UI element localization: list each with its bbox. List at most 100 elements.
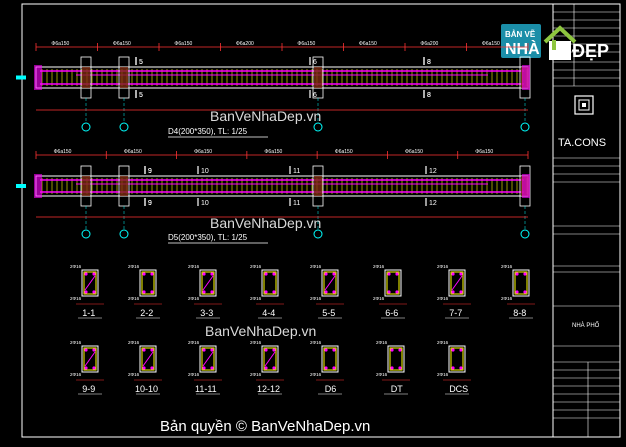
section-cut-label: 10 <box>201 200 209 207</box>
section-rebar-dot <box>395 290 399 294</box>
section-rebar-dot <box>387 290 391 294</box>
section-rebar-dot <box>264 290 268 294</box>
sheet-border <box>21 3 621 438</box>
section-rebar-dot <box>398 366 402 370</box>
section-rebar-top-label: 2Φ16 <box>250 340 262 345</box>
section-label: 3-3 <box>200 308 213 318</box>
section-label: 2-2 <box>140 308 153 318</box>
grid-axis-marker <box>520 229 530 239</box>
section-rebar-top-label: 2Φ16 <box>128 264 140 269</box>
section-rebar-bottom-label: 2Φ16 <box>128 296 140 301</box>
section-rebar-dot <box>332 366 336 370</box>
section-stirrup <box>83 271 97 295</box>
section-outline <box>321 269 339 297</box>
section-rebar-bottom-label: 2Φ16 <box>376 372 388 377</box>
stirrup-spacing-label: Φ6a150 <box>113 41 131 47</box>
section-stirrup <box>389 347 403 371</box>
section-stirrup <box>386 271 400 295</box>
section-rebar-dot <box>272 348 276 352</box>
section-bent-bar <box>451 275 463 291</box>
level-marker <box>16 184 26 188</box>
section-stirrup <box>201 271 215 295</box>
section-rebar-bottom-label: 2Φ16 <box>373 296 385 301</box>
section-rebar-dot <box>515 290 519 294</box>
section-stirrup <box>141 271 155 295</box>
section-rebar-dot <box>459 348 463 352</box>
logo-line1: BẢN VẼ <box>505 30 536 39</box>
section-outline <box>512 269 530 297</box>
beam-end-right <box>522 174 530 198</box>
section-label: 9-9 <box>82 384 95 394</box>
section-rebar-dot <box>459 272 463 276</box>
section-rebar-top-label: 2Φ16 <box>70 264 82 269</box>
grid-axis-marker <box>81 229 91 239</box>
level-marker <box>16 75 26 80</box>
section-rebar-dot <box>142 348 146 352</box>
section-2-2: 2Φ16 2Φ16 2-2 <box>128 264 162 319</box>
section-rebar-dot <box>150 348 154 352</box>
section-rebar-dot <box>150 366 154 370</box>
section-rebar-top-label: 2Φ16 <box>376 340 388 345</box>
title-block: TA.CONS NHÀ PHỐ <box>553 4 620 437</box>
company-logo-icon <box>574 95 594 115</box>
stirrup-spacing-label: Φ6a150 <box>264 149 282 155</box>
section-cut-label: 9 <box>148 168 152 175</box>
grid-axis-marker <box>313 122 323 132</box>
grid-axis-marker <box>520 122 530 132</box>
logo-line3: ĐẸP <box>572 41 609 61</box>
section-rebar-dot <box>142 366 146 370</box>
column-hatch <box>120 67 128 88</box>
beam-end-left <box>34 65 42 90</box>
section-cut-label: 12 <box>429 200 437 207</box>
section-outline <box>448 269 466 297</box>
stirrup-spacing-label: Φ6a150 <box>54 149 72 155</box>
section-rebar-top-label: 2Φ16 <box>128 340 140 345</box>
section-rebar-dot <box>210 272 214 276</box>
stirrup-spacing-label: Φ6a150 <box>174 41 192 47</box>
watermark-sections: BanVeNhaDep.vn <box>205 323 316 339</box>
watermark-footer: Bản quyền © BanVeNhaDep.vn <box>160 418 370 435</box>
column-hatch <box>82 176 90 196</box>
section-rebar-dot <box>142 272 146 276</box>
section-cut-label: 6 <box>313 59 317 66</box>
section-rebar-dot <box>523 272 527 276</box>
section-stirrup <box>450 271 464 295</box>
column-hatch <box>120 176 128 196</box>
section-rebar-bottom-label: 2Φ16 <box>128 372 140 377</box>
section-rebar-dot <box>150 272 154 276</box>
section-rebar-dot <box>210 290 214 294</box>
section-rebar-bottom-label: 2Φ16 <box>188 372 200 377</box>
column-hatch <box>314 176 322 196</box>
section-rebar-top-label: 2Φ16 <box>310 264 322 269</box>
section-rebar-dot <box>324 348 328 352</box>
section-rebar-dot <box>451 348 455 352</box>
section-rebar-dot <box>84 290 88 294</box>
section-rebar-dot <box>150 290 154 294</box>
section-rebar-dot <box>202 272 206 276</box>
section-outline <box>384 269 402 297</box>
section-rebar-dot <box>210 366 214 370</box>
section-rebar-dot <box>272 272 276 276</box>
section-label: 4-4 <box>262 308 275 318</box>
section-rebar-dot <box>210 348 214 352</box>
stirrup-spacing-label: Φ6a150 <box>194 149 212 155</box>
section-label: D6 <box>325 384 337 394</box>
section-rebar-top-label: 2Φ16 <box>437 264 449 269</box>
watermark-d5: BanVeNhaDep.vn <box>210 215 321 231</box>
section-rebar-dot <box>390 348 394 352</box>
stirrup-spacing-label: Φ6a150 <box>405 149 423 155</box>
section-rebar-dot <box>459 290 463 294</box>
section-label: 1-1 <box>82 308 95 318</box>
section-rebar-dot <box>264 348 268 352</box>
grid-axis-marker <box>81 122 91 132</box>
section-rebar-dot <box>387 272 391 276</box>
section-cut-label: 5 <box>139 59 143 66</box>
